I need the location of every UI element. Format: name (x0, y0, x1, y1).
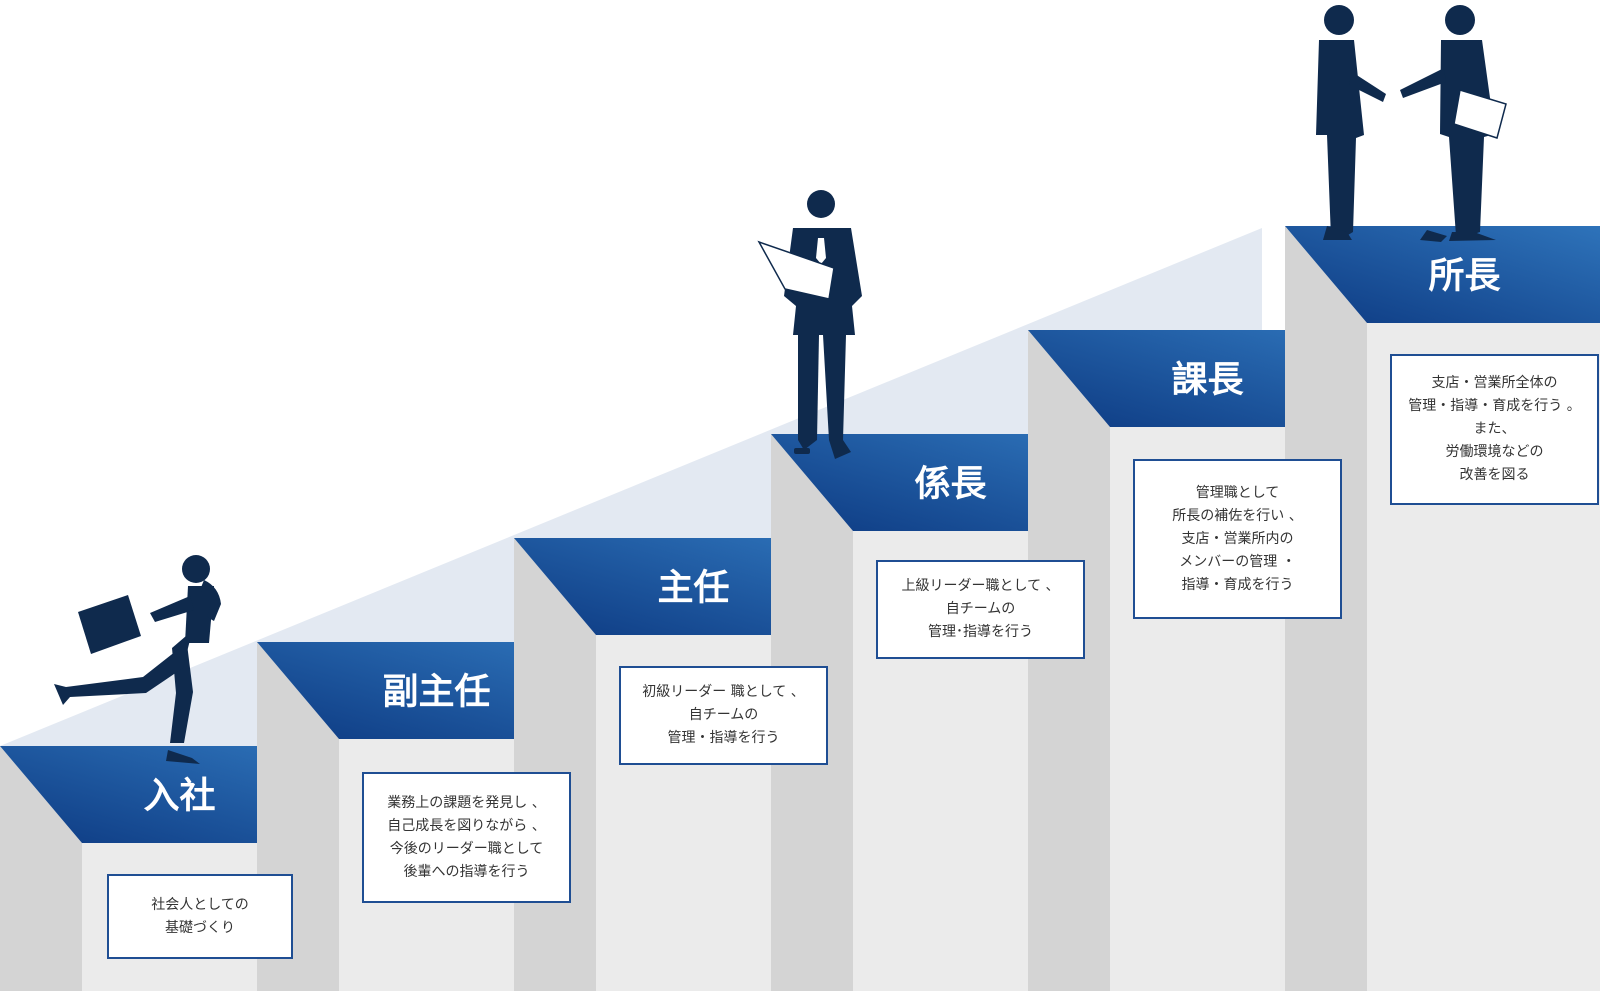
step-description-box: 初級リーダー 職として 、自チームの管理・指導を行う (619, 666, 828, 765)
step-title: 課長 (1171, 360, 1244, 401)
step-top-face (257, 642, 596, 739)
step-description-box: 上級リーダー職として 、自チームの管理･指導を行う (876, 560, 1085, 659)
description-line: 上級リーダー職として 、 (901, 578, 1060, 594)
step-description-box: 業務上の課題を発見し 、自己成長を図りながら 、今後のリーダー職として後輩への指… (362, 772, 571, 903)
description-line: 基礎づくり (165, 919, 235, 936)
step-description-box: 社会人としての基礎づくり (107, 874, 293, 959)
clipboard-icon (1453, 89, 1507, 139)
step-top-face (771, 434, 1110, 531)
description-line: 初級リーダー 職として 、 (642, 684, 805, 700)
description-line: また、 (1473, 421, 1516, 437)
description-line: 社会人としての (151, 896, 249, 913)
step-side-face (1028, 330, 1110, 991)
step-title: 係長 (914, 464, 987, 505)
description-line: 所長の補佐を行い 、 (1172, 507, 1303, 524)
description-line: 管理・指導を行う (667, 730, 780, 746)
running-businessman-icon (54, 555, 221, 764)
description-line: 支店・営業所全体の (1431, 375, 1558, 391)
description-line: 管理･指導を行う (928, 624, 1033, 640)
description-line: 支店・営業所内の (1181, 530, 1294, 547)
step-description-box: 管理職として所長の補佐を行い 、支店・営業所内のメンバーの管理 ・指導・育成を行… (1133, 459, 1342, 619)
step-top-face (514, 538, 853, 635)
description-line: 今後のリーダー職として (389, 840, 544, 857)
description-line: 管理職として (1195, 484, 1280, 501)
step-side-face (0, 746, 82, 991)
step-top-face (1285, 226, 1600, 323)
step-top-face (1028, 330, 1367, 427)
description-line: 自己成長を図りながら 、 (387, 817, 546, 834)
handshake-businessmen-icon (1316, 5, 1496, 242)
step-title: 副主任 (382, 672, 490, 713)
description-line: メンバーの管理 ・ (1179, 553, 1296, 570)
document-icon (757, 240, 835, 300)
step-top-face (0, 746, 339, 843)
step-title: 入社 (143, 776, 215, 817)
description-line: 自チームの (945, 601, 1016, 617)
description-line: 管理・指導・育成を行う 。 (1408, 398, 1581, 414)
description-line: 自チームの (688, 707, 759, 723)
description-line: 後輩への指導を行う (403, 863, 530, 880)
step-title: 所長 (1428, 256, 1501, 297)
description-line: 指導・育成を行う (1181, 576, 1294, 593)
description-line: 業務上の課題を発見し 、 (387, 794, 546, 811)
description-line: 労働環境などの (1445, 444, 1544, 460)
step-description-box: 支店・営業所全体の管理・指導・育成を行う 。また、労働環境などの改善を図る (1390, 354, 1599, 505)
step-title: 主任 (657, 568, 729, 609)
description-line: 改善を図る (1459, 467, 1530, 483)
